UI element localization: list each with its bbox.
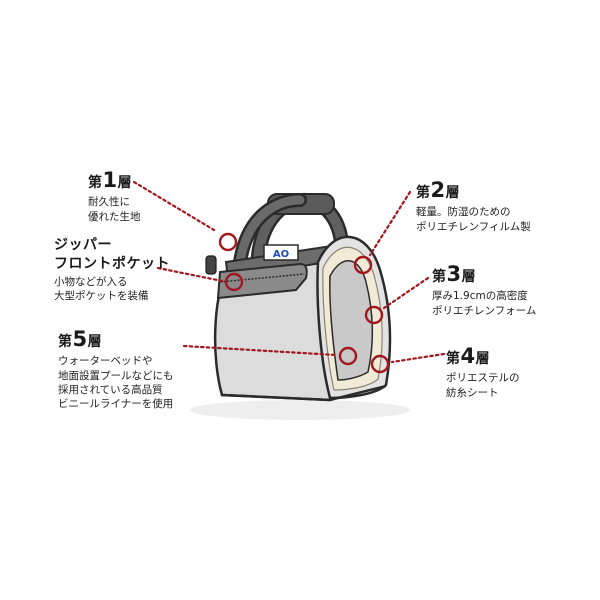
inner-liner	[329, 259, 373, 381]
bag-bottom-edge	[221, 384, 387, 402]
zipper-pull	[205, 255, 217, 275]
layer-5-number: 5	[72, 327, 88, 351]
layer-4-leader-line	[390, 352, 446, 364]
layer-3-description: 厚み1.9cmの高密度 ポリエチレンフォーム	[432, 290, 537, 317]
pocket-title-line1: ジッパー	[54, 237, 112, 253]
layer-5-title: 第5層	[58, 327, 103, 351]
layer-4-target-circle	[370, 354, 390, 374]
pocket-target-circle	[224, 272, 244, 292]
layer-1-title: 第1層	[88, 168, 133, 192]
bag-shadow	[190, 400, 410, 420]
layer-2-title: 第2層	[416, 178, 461, 202]
pocket-leader-line	[156, 266, 224, 283]
layer-1-leader-line	[132, 180, 216, 232]
layer-2-number: 2	[430, 178, 446, 202]
layer-5-target-circle	[338, 346, 358, 366]
layer-3-number: 3	[446, 262, 462, 286]
pocket-zipper	[219, 273, 305, 283]
logo-text: AO	[273, 249, 289, 260]
layer-5-leader-line	[182, 344, 338, 357]
handle-front-inner	[235, 195, 305, 267]
layer-4-label: 第4層 ポリエステルの 紡糸シート	[446, 342, 520, 400]
pocket-description: 小物などが入る 大型ポケットを装備	[54, 275, 149, 302]
layer-3-target-circle	[364, 305, 384, 325]
logo-badge	[263, 244, 299, 261]
layer-1-number: 1	[102, 168, 118, 192]
layer-3-leader-line	[382, 276, 430, 310]
layer-2-description: 軽量。防湿のための ポリエチレンフィルム製	[416, 206, 531, 233]
pocket-title-line2: フロントポケット	[54, 255, 170, 272]
layer-4-number: 4	[460, 344, 476, 368]
layer-3-label: 第3層 厚み1.9cmの高密度 ポリエチレンフォーム	[432, 260, 536, 318]
layer-4-title: 第4層	[446, 344, 491, 368]
front-pocket	[216, 262, 308, 300]
layer-3-title: 第3層	[432, 262, 477, 286]
layer-1-target-circle	[218, 232, 238, 252]
layer-2-label: 第2層 軽量。防湿のための ポリエチレンフィルム製	[416, 176, 531, 234]
layer-5-label: 第5層 ウォーターベッドや 地面設置プールなどにも 採用されている高品質 ビニー…	[58, 325, 174, 411]
layer-2-target-circle	[353, 255, 373, 275]
layer-5-description: ウォーターベッドや 地面設置プールなどにも 採用されている高品質 ビニールライナ…	[58, 355, 174, 410]
layer-1-description: 耐久性に 優れた生地	[88, 196, 141, 223]
layer-2-leader-line	[368, 190, 412, 257]
pocket-label: ジッパー フロントポケット 小物などが入る 大型ポケットを装備	[54, 236, 170, 303]
layer-1-label: 第1層 耐久性に 優れた生地	[88, 166, 141, 224]
layer-4-description: ポリエステルの 紡糸シート	[446, 372, 520, 399]
brand-logo: AO	[263, 244, 299, 261]
